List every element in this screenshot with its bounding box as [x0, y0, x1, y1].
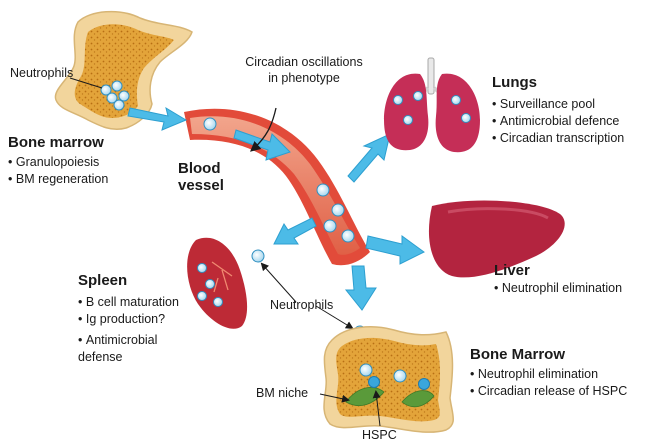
- arrow-in-vessel: [233, 129, 291, 161]
- arrow-to-liver: [365, 235, 425, 265]
- bone-marrow-bottom-points: Neutrophil elimination Circadian release…: [470, 366, 627, 400]
- bone-marrow-top-point: Granulopoiesis: [8, 154, 108, 171]
- bone-marrow-bottom: [323, 326, 454, 433]
- bone-marrow-bottom-point: Neutrophil elimination: [470, 366, 627, 383]
- bm-niche-pointer: [319, 393, 350, 403]
- neutrophil-cluster-top: [100, 80, 130, 111]
- spleen-point: Ig production?: [78, 311, 198, 328]
- lungs-point: Surveillance pool: [492, 96, 624, 113]
- bone-marrow-top-point: BM regeneration: [8, 171, 108, 188]
- hspc-pointer: [372, 390, 381, 427]
- flow-arrows: [127, 106, 425, 311]
- arrow-to-bottom-marrow: [344, 265, 377, 311]
- liver-point: Neutrophil elimination: [494, 280, 622, 297]
- arrow-marrow-to-vessel: [127, 106, 188, 131]
- neutrophil-free-left: [251, 249, 265, 263]
- spleen-organ: [187, 237, 248, 329]
- lungs-point: Circadian transcription: [492, 130, 624, 147]
- spleen-point: Antimicrobial defense: [78, 332, 198, 366]
- bone-marrow-bottom-title: Bone Marrow: [470, 346, 566, 363]
- liver-points: Neutrophil elimination: [494, 280, 622, 297]
- bone-marrow-bottom-point: Circadian release of HSPC: [470, 383, 627, 400]
- bone-marrow-top-points: Granulopoiesis BM regeneration: [8, 154, 108, 188]
- circadian-pointer: [250, 107, 277, 152]
- liver-organ: [428, 200, 565, 278]
- hspc-label: HSPC: [362, 428, 397, 442]
- arrow-to-spleen: [273, 217, 317, 245]
- liver-title: Liver: [494, 262, 530, 279]
- neutrophils-label-top: Neutrophils: [10, 66, 74, 80]
- blood-vessel-label: Blood vessel: [178, 160, 224, 194]
- neutrophils-pointer-top: [69, 77, 103, 89]
- spleen-title: Spleen: [78, 272, 128, 289]
- spleen-points: B cell maturation Ig production? Antimic…: [78, 294, 198, 366]
- circadian-label: Circadian oscillations in phenotype: [245, 55, 363, 85]
- bm-niche-label: BM niche: [256, 386, 309, 400]
- arrow-to-lungs: [347, 133, 391, 183]
- neutrophils-pointer-right: [315, 305, 354, 330]
- bone-marrow-top-title: Bone marrow: [8, 134, 104, 151]
- bone-marrow-top: [54, 10, 193, 131]
- neutrophils-label-lower: Neutrophils: [270, 298, 334, 312]
- lungs-point: Antimicrobial defence: [492, 113, 624, 130]
- vessel-neutrophils: [203, 117, 355, 243]
- lungs-title: Lungs: [492, 74, 537, 91]
- spleen-point: B cell maturation: [78, 294, 198, 311]
- lungs-points: Surveillance pool Antimicrobial defence …: [492, 96, 624, 147]
- lungs-organ: [384, 57, 480, 153]
- neutrophils-pointer-left: [260, 262, 297, 303]
